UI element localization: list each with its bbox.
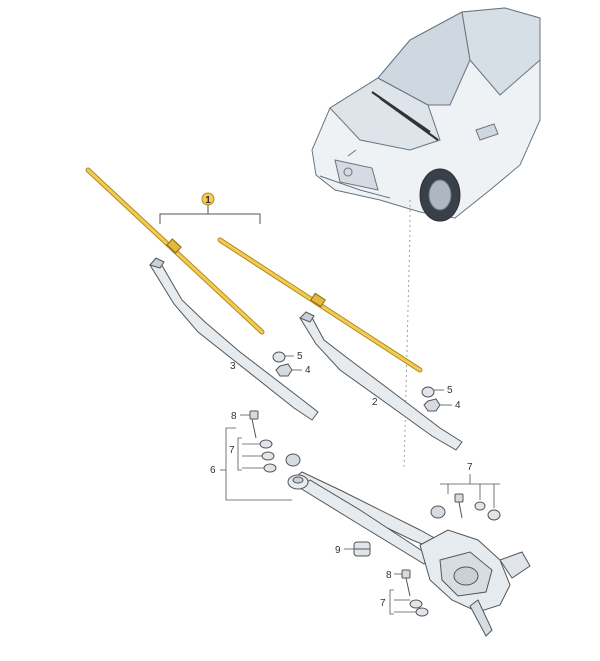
callout-6-label: 6 <box>210 465 216 476</box>
callout-4b-label: 4 <box>455 400 461 411</box>
callout-5a-label: 5 <box>297 351 303 362</box>
pivot-bushing-right <box>430 505 446 519</box>
callout-1-bracket <box>159 205 261 224</box>
leaders-8 <box>240 414 402 575</box>
rubber-mount-part-9 <box>353 541 371 557</box>
callout-7c-label: 7 <box>380 598 386 609</box>
bracket-7-bottom <box>389 589 416 615</box>
wiper-motor <box>419 529 531 637</box>
grommets-part-7-left <box>259 439 277 473</box>
callout-3-label: 3 <box>230 361 236 372</box>
nut-part-4-right <box>423 398 441 412</box>
wiper-arm-left <box>149 257 319 421</box>
cap-part-5-right <box>421 386 435 398</box>
wiper-blade-left <box>85 167 265 335</box>
callout-1-marker <box>201 192 215 206</box>
bracket-6 <box>220 427 292 501</box>
bracket-7-left <box>237 437 264 471</box>
bolt-part-8-right <box>454 493 464 519</box>
callout-8b-label: 8 <box>386 570 392 581</box>
callout-5b-label: 5 <box>447 385 453 396</box>
wiper-arm-right <box>299 311 463 451</box>
bracket-7-right <box>440 474 500 508</box>
nut-part-4-left <box>275 363 293 377</box>
callout-8a-label: 8 <box>231 411 237 422</box>
cap-part-5-left <box>272 351 286 363</box>
callout-2-label: 2 <box>372 397 378 408</box>
callout-1-label: 1 <box>205 195 211 206</box>
grommets-part-7-right <box>474 501 501 521</box>
car-wiper-highlight <box>371 91 439 141</box>
wiper-blade-right <box>217 237 423 373</box>
callout-7b-label: 7 <box>467 462 473 473</box>
callout-9-label: 9 <box>335 545 341 556</box>
callout-7a-label: 7 <box>229 445 235 456</box>
car-illustration <box>311 7 541 222</box>
grommets-part-7-bottom <box>409 599 429 617</box>
car-leader-line <box>403 200 411 471</box>
wiper-linkage <box>287 471 439 565</box>
leaders-4-5 <box>285 355 452 406</box>
bolt-part-8-left <box>249 410 259 439</box>
bolt-part-8-bottom <box>401 569 411 597</box>
callout-4a-label: 4 <box>305 365 311 376</box>
pivot-bushing-left <box>285 453 301 467</box>
